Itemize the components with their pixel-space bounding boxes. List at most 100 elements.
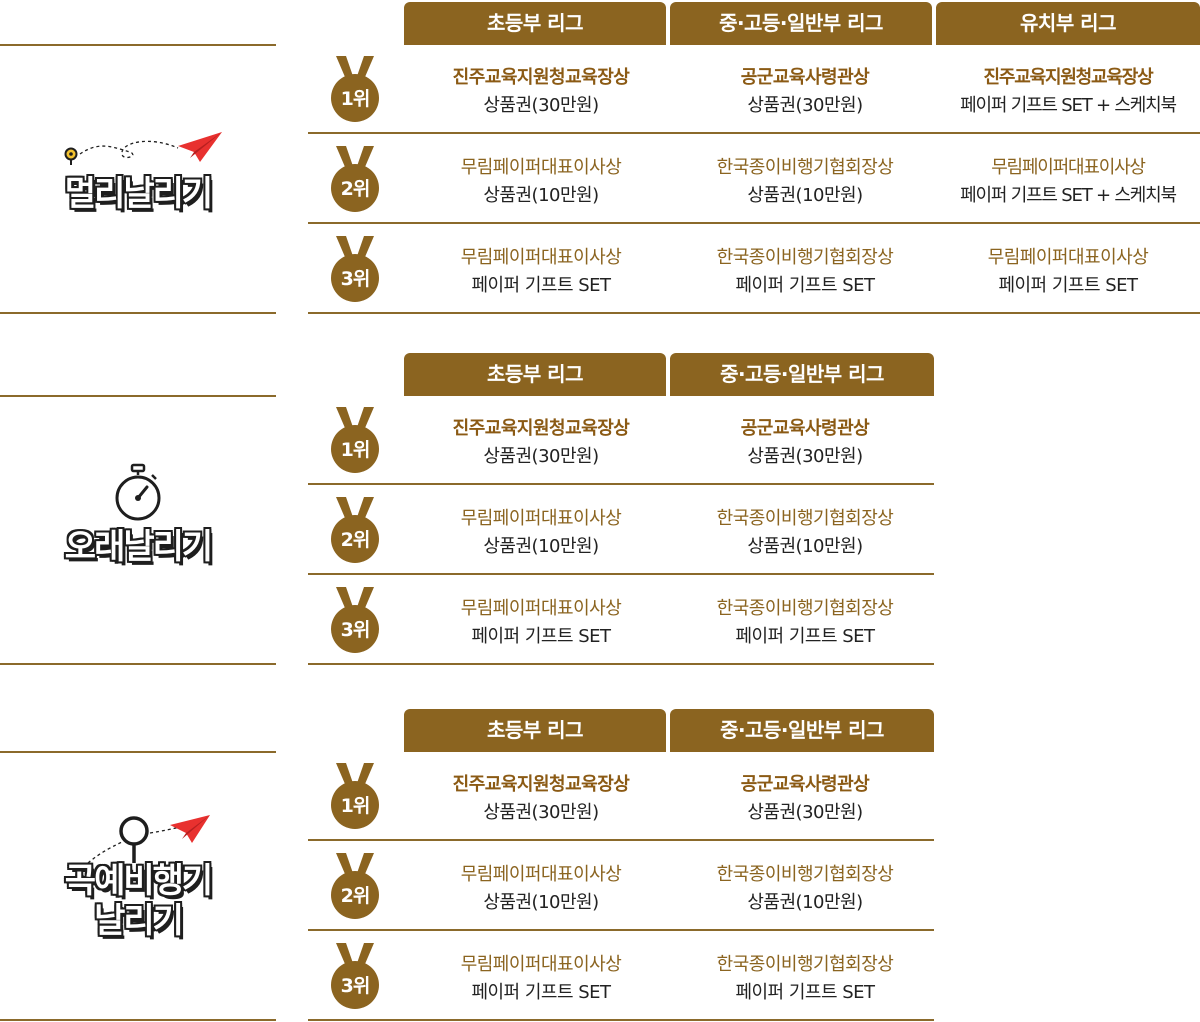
- award-cell: 진주교육지원청교육장상 상품권(30만원): [410, 771, 672, 827]
- prize-text: 상품권(10만원): [483, 185, 599, 206]
- row-divider: [308, 573, 934, 575]
- award-name: 무림페이퍼대표이사상: [460, 157, 622, 178]
- award-name: 한국종이비행기협회장상: [716, 598, 894, 619]
- award-name: 공군교육사령관상: [740, 418, 870, 439]
- award-cell: 무림페이퍼대표이사상 상품권(10만원): [410, 505, 672, 561]
- award-cell: 진주교육지원청교육장상 페이퍼 기프트 SET + 스케치북: [936, 64, 1200, 120]
- gold-medal-icon: [331, 407, 379, 473]
- prize-text: 페이퍼 기프트 SET: [735, 626, 875, 647]
- section-distance: 멀리날리기 초등부 리그 중·고등·일반부 리그 유치부 리그 1위 진주교육지…: [0, 0, 1200, 316]
- league-tabs: 초등부 리그 중·고등·일반부 리그: [404, 709, 934, 752]
- rank-label: 3위: [340, 268, 371, 290]
- prize-text: 상품권(30만원): [747, 446, 863, 467]
- row-divider: [308, 483, 934, 485]
- award-cell: 무림페이퍼대표이사상 상품권(10만원): [410, 154, 672, 210]
- prize-text: 페이퍼 기프트 SET: [471, 982, 611, 1003]
- category-top-line: [0, 44, 276, 46]
- row-divider: [308, 312, 1200, 314]
- rank-row-3: 3위 무림페이퍼대표이사상 페이퍼 기프트 SET 한국종이비행기협회장상 페이…: [308, 577, 934, 665]
- category-bottom-line: [0, 312, 276, 314]
- tab-elementary-league[interactable]: 초등부 리그: [404, 353, 666, 396]
- award-name: 한국종이비행기협회장상: [716, 864, 894, 885]
- award-name: 무림페이퍼대표이사상: [460, 864, 622, 885]
- prize-text: 상품권(10만원): [747, 892, 863, 913]
- tab-secondary-general-league[interactable]: 중·고등·일반부 리그: [670, 353, 934, 396]
- award-cell: 공군교육사령관상 상품권(30만원): [674, 771, 936, 827]
- category-title-line: 멀리날리기: [64, 174, 213, 214]
- prize-text: 상품권(30만원): [747, 802, 863, 823]
- award-cell: 한국종이비행기협회장상 상품권(10만원): [674, 154, 936, 210]
- bronze-medal-icon: [331, 943, 379, 1009]
- row-divider: [308, 663, 934, 665]
- prize-text: 페이퍼 기프트 SET + 스케치북: [960, 185, 1177, 206]
- paper-plane-distance-icon: [60, 128, 230, 174]
- award-name: 무림페이퍼대표이사상: [460, 954, 622, 975]
- award-cell: 공군교육사령관상 상품권(30만원): [674, 415, 936, 471]
- award-cell: 무림페이퍼대표이사상 상품권(10만원): [410, 861, 672, 917]
- category-title-line: 오래날리기: [64, 527, 213, 567]
- prize-text: 페이퍼 기프트 SET + 스케치북: [960, 95, 1177, 116]
- category-title: 오래날리기: [0, 527, 276, 567]
- rank-row-3: 3위 무림페이퍼대표이사상 페이퍼 기프트 SET 한국종이비행기협회장상 페이…: [308, 933, 934, 1021]
- award-cell: 무림페이퍼대표이사상 페이퍼 기프트 SET: [410, 244, 672, 300]
- category-title: 멀리날리기: [0, 174, 276, 214]
- prize-text: 상품권(10만원): [483, 536, 599, 557]
- category-bottom-line: [0, 1019, 276, 1021]
- gold-medal-icon: [331, 56, 379, 122]
- rank-row-1: 1위 진주교육지원청교육장상 상품권(30만원) 공군교육사령관상 상품권(30…: [308, 753, 934, 841]
- category-title-line: 날리기: [94, 901, 184, 941]
- prize-text: 상품권(30만원): [483, 802, 599, 823]
- award-name: 한국종이비행기협회장상: [716, 247, 894, 268]
- award-name: 무림페이퍼대표이사상: [460, 598, 622, 619]
- award-cell: 한국종이비행기협회장상 상품권(10만원): [674, 505, 936, 561]
- award-cell: 진주교육지원청교육장상 상품권(30만원): [410, 64, 672, 120]
- stopwatch-icon: [114, 463, 162, 523]
- award-name: 한국종이비행기협회장상: [716, 508, 894, 529]
- tab-kindergarten-league[interactable]: 유치부 리그: [936, 2, 1200, 45]
- tab-elementary-league[interactable]: 초등부 리그: [404, 2, 666, 45]
- award-cell: 한국종이비행기협회장상 페이퍼 기프트 SET: [674, 951, 936, 1007]
- award-name: 무림페이퍼대표이사상: [460, 508, 622, 529]
- award-name: 공군교육사령관상: [740, 67, 870, 88]
- award-name: 진주교육지원청교육장상: [452, 67, 630, 88]
- prize-text: 페이퍼 기프트 SET: [735, 982, 875, 1003]
- rank-label: 1위: [340, 88, 371, 110]
- award-cell: 무림페이퍼대표이사상 페이퍼 기프트 SET: [410, 595, 672, 651]
- category-bottom-line: [0, 663, 276, 665]
- rank-label: 2위: [340, 885, 371, 907]
- rank-label: 1위: [340, 439, 371, 461]
- category-title-line: 곡예비행기: [64, 861, 213, 901]
- row-divider: [308, 1019, 934, 1021]
- prize-text: 상품권(30만원): [483, 446, 599, 467]
- row-divider: [308, 222, 1200, 224]
- award-name: 무림페이퍼대표이사상: [460, 247, 622, 268]
- tab-elementary-league[interactable]: 초등부 리그: [404, 709, 666, 752]
- award-cell: 진주교육지원청교육장상 상품권(30만원): [410, 415, 672, 471]
- rank-row-2: 2위 무림페이퍼대표이사상 상품권(10만원) 한국종이비행기협회장상 상품권(…: [308, 136, 1200, 224]
- award-name: 진주교육지원청교육장상: [452, 418, 630, 439]
- award-name: 공군교육사령관상: [740, 774, 870, 795]
- award-cell: 한국종이비행기협회장상 페이퍼 기프트 SET: [674, 595, 936, 651]
- row-divider: [308, 132, 1200, 134]
- award-name: 한국종이비행기협회장상: [716, 157, 894, 178]
- rank-row-1: 1위 진주교육지원청교육장상 상품권(30만원) 공군교육사령관상 상품권(30…: [308, 397, 934, 485]
- rank-label: 2위: [340, 529, 371, 551]
- silver-medal-icon: [331, 853, 379, 919]
- award-name: 한국종이비행기협회장상: [716, 954, 894, 975]
- silver-medal-icon: [331, 497, 379, 563]
- bronze-medal-icon: [331, 236, 379, 302]
- gold-medal-icon: [331, 763, 379, 829]
- prize-text: 페이퍼 기프트 SET: [471, 275, 611, 296]
- tab-secondary-general-league[interactable]: 중·고등·일반부 리그: [670, 2, 932, 45]
- rank-label: 3위: [340, 619, 371, 641]
- award-cell: 한국종이비행기협회장상 페이퍼 기프트 SET: [674, 244, 936, 300]
- rank-row-2: 2위 무림페이퍼대표이사상 상품권(10만원) 한국종이비행기협회장상 상품권(…: [308, 487, 934, 575]
- silver-medal-icon: [331, 146, 379, 212]
- tab-secondary-general-league[interactable]: 중·고등·일반부 리그: [670, 709, 934, 752]
- rank-row-1: 1위 진주교육지원청교육장상 상품권(30만원) 공군교육사령관상 상품권(30…: [308, 46, 1200, 134]
- award-name: 무림페이퍼대표이사상: [991, 157, 1146, 178]
- prize-text: 상품권(10만원): [483, 892, 599, 913]
- prize-text: 상품권(10만원): [747, 536, 863, 557]
- aerobatic-plane-icon: [80, 811, 214, 865]
- award-cell: 공군교육사령관상 상품권(30만원): [674, 64, 936, 120]
